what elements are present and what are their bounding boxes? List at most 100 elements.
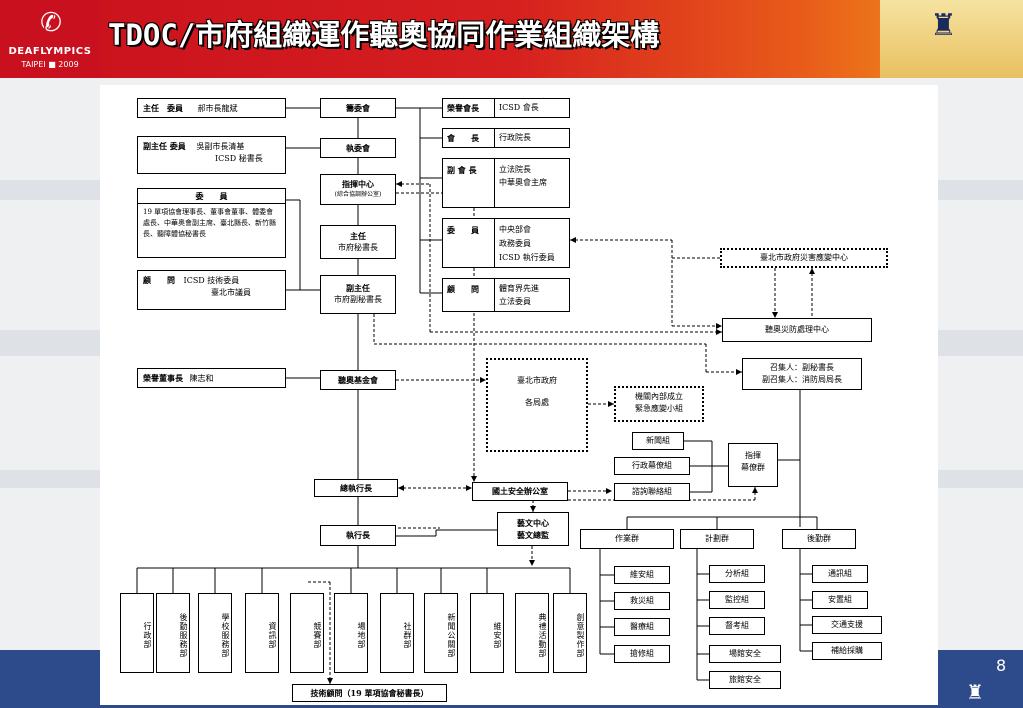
vice-chair-line2: ICSD 秘書長 [215,154,263,163]
arts-center: 藝文中心 [517,518,549,528]
members-desc: 19 單項協會理事長、董事會董事、體委會處長、中華奧會副主席、臺北縣長、新竹縣長… [143,208,276,238]
vice-president-box: 副 會 長 立法院長 中華奧會主席 [442,158,570,208]
committee-members-box: 委 員 中央部會 政務委員 ICSD 執行委員 [442,218,570,268]
internal-team-line2: 緊急應變小組 [635,404,683,413]
department-box: 新聞公關部 [424,593,458,673]
command-staff-box: 指揮 幕僚群 [728,443,778,487]
arts-director: 藝文總監 [517,530,549,540]
members-title: 委 員 [138,189,285,204]
logistics-item: 安置組 [812,591,868,609]
homeland-office-box: 國土安全辦公室 [472,482,568,501]
department-box: 場地部 [334,593,368,673]
news-group-box: 新聞組 [632,432,684,450]
department-box: 社群部 [380,593,414,673]
header-right-banner [880,0,1023,78]
logo-text: DEAFLYMPICS [8,46,92,57]
department-box: 競賽部 [290,593,324,673]
president-box: 會 長 行政院長 [442,128,570,148]
city-departments-box: 臺北市政府 各局處 [486,358,588,452]
committee-members-role: 委 員 [447,225,479,235]
plan-item: 督考組 [709,617,765,635]
department-box: 維安部 [470,593,504,673]
ops-item: 救災組 [614,592,670,610]
ops-group-box: 作業群 [580,529,674,549]
advisor-line2: 臺北市議員 [211,288,251,297]
vice-director-title: 副主任 [346,283,370,293]
vice-chair-line1: 吳副市長清基 [196,142,245,151]
foundation-box: 聽奧基金會 [320,370,396,390]
page-number: 8 [996,656,1007,675]
committee-members-line2: 政務委員 [499,239,531,248]
director-title: 主任 [350,231,366,241]
internal-team-line1: 機關內部成立 [635,392,683,401]
foundation-chair-box: 榮譽董事長 陳志和 [137,368,286,388]
page-title: TDOC/市府組織運作聽奧協同作業組織架構 [108,18,660,52]
committee-advisors-box: 顧 問 體育界先進 立法委員 [442,278,570,312]
internal-team-box: 機關內部成立 緊急應變小組 [614,386,704,422]
plan-item: 場館安全 [709,645,781,663]
president-name: 行政院長 [499,133,531,142]
command-staff-line1: 指揮 [745,451,761,460]
chair-box: 主任 委員 郝市長龍斌 [137,98,286,118]
general-ceo-box: 總執行長 [314,479,398,497]
advisor-line1: ICSD 技術委員 [183,276,240,285]
advisor-role: 顧 問 [143,275,175,285]
consult-box: 諮詢聯絡組 [614,483,690,501]
chair-name: 郝市長龍斌 [197,104,238,113]
department-box: 典禮活動部 [515,593,549,673]
command-center-title: 指揮中心 [342,179,374,189]
executive-committee-box: 執委會 [320,138,396,158]
department-box: 資訊部 [245,593,279,673]
convener-box: 召集人：副秘書長 副召集人：消防局局長 [742,358,862,390]
honorary-name: ICSD 會長 [499,103,539,112]
vice-president-line2: 中華奧會主席 [499,178,547,187]
committee-advisors-line1: 體育界先進 [499,284,539,293]
command-center-sub: (綜合協調辦公室) [334,191,382,198]
committee-members-line1: 中央部會 [499,225,531,234]
cell-divider [494,219,495,267]
plan-item: 旅館安全 [709,671,781,689]
plan-group-box: 計劃群 [680,529,754,549]
city-disaster-center-box: 臺北市政府災害應變中心 [720,248,888,268]
committee-members-line3: ICSD 執行委員 [499,253,555,262]
director-box: 主任 市府秘書長 [320,225,396,259]
director-name: 市府秘書長 [338,243,378,252]
vice-chair-box: 副主任 委員 吳副市長清基 ICSD 秘書長 [137,136,286,174]
taipei-skyline-icon: ♜ [930,8,957,43]
convener-line2: 副召集人：消防局局長 [762,375,842,384]
tech-advisor-box: 技術顧問（19 單項協會秘書長） [292,684,447,702]
logo-subtext: TAIPEI ■ 2009 [21,60,79,69]
vice-president-role: 副 會 長 [447,165,477,175]
city-departments-line2: 各局處 [525,398,549,407]
logistics-group-box: 後勤群 [782,529,856,549]
honorary-role: 榮譽會長 [447,103,479,113]
committee-advisors-line2: 立法委員 [499,297,531,306]
president-role: 會 長 [447,133,479,143]
deaf-disaster-center-box: 聽奧災防處理中心 [722,318,872,342]
cell-divider [494,99,495,117]
vice-director-box: 副主任 市府副秘書長 [320,275,396,314]
cell-divider [494,129,495,147]
arts-box: 藝文中心 藝文總監 [497,512,569,546]
vice-director-name: 市府副秘書長 [334,295,382,304]
command-center-box: 指揮中心 (綜合協調辦公室) [320,174,396,205]
city-departments-line1: 臺北市政府 [517,376,557,385]
chair-role: 主任 委員 [143,103,183,113]
command-staff-line2: 幕僚群 [741,463,765,472]
ops-item: 搶修組 [614,645,670,663]
plan-item: 分析組 [709,565,765,583]
department-box: 後勤服務部 [156,593,190,673]
ops-item: 醫療組 [614,618,670,636]
ceo-box: 執行長 [320,525,396,546]
convener-line1: 召集人：副秘書長 [770,363,834,372]
logistics-item: 補給採購 [812,642,882,660]
honorary-box: 榮譽會長 ICSD 會長 [442,98,570,118]
deaflympics-emblem-icon: ✆ [40,8,62,38]
department-box: 行政部 [120,593,154,673]
skyline-footer-icon: ♜ [966,680,984,704]
foundation-chair-role: 榮譽董事長 [143,373,183,383]
header-bar [0,0,1023,78]
cell-divider [494,159,495,207]
vice-president-line1: 立法院長 [499,165,531,174]
